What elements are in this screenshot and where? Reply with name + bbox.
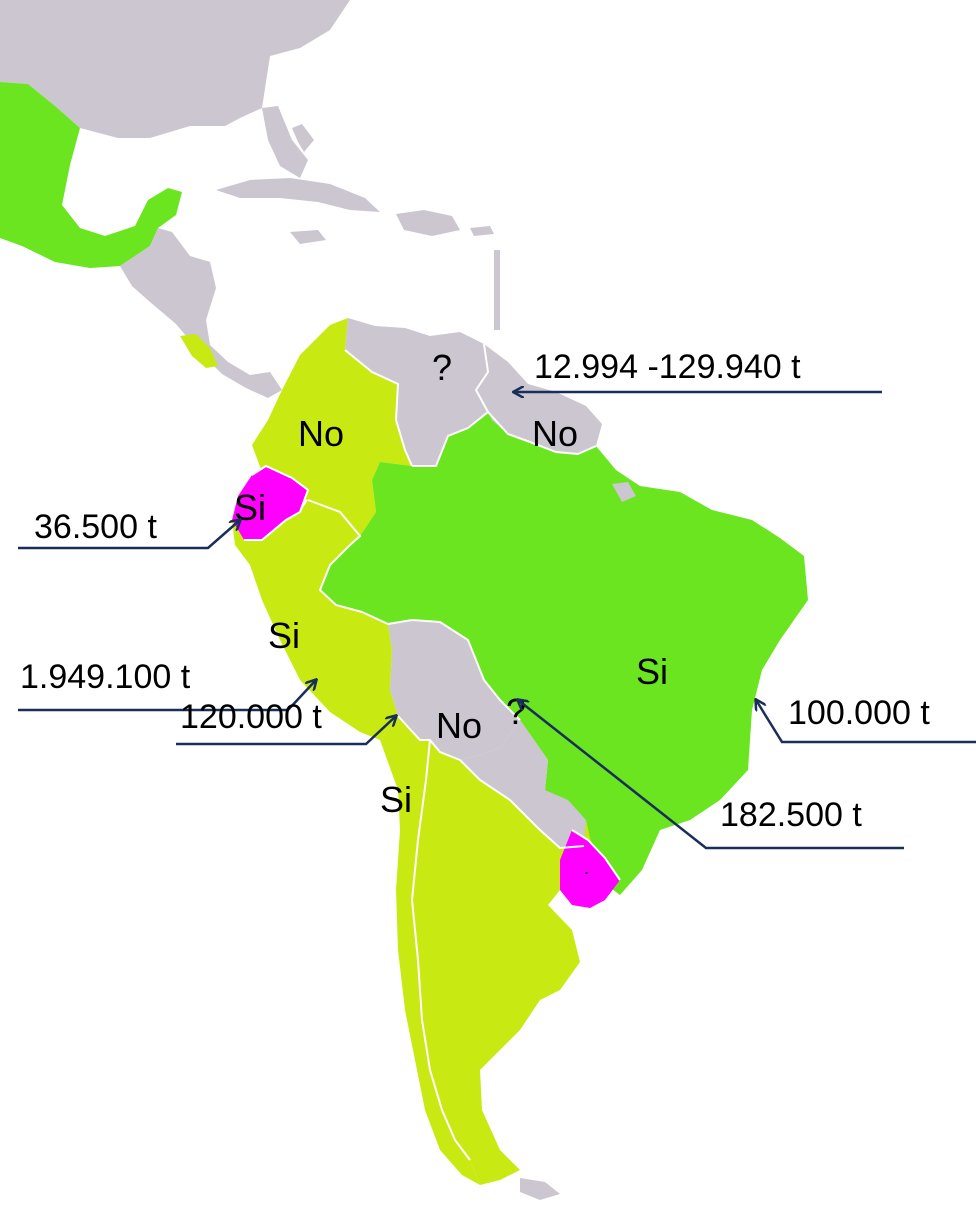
callout-brazil: 100.000 t <box>788 694 930 732</box>
label-guyana: No <box>532 413 578 454</box>
region-bolivia <box>388 620 520 760</box>
callout-arrow-peru <box>18 680 316 712</box>
region-bahamas <box>292 124 314 152</box>
callout-venezuela: 12.994 -129.940 t <box>534 348 801 386</box>
label-colombia: No <box>298 413 344 454</box>
label-brazil: Si <box>636 651 668 692</box>
region-venezuela <box>345 318 488 466</box>
callout-arrows <box>18 392 976 850</box>
label-peru: Si <box>268 615 300 656</box>
region-florida <box>262 106 308 178</box>
region-central-america <box>120 228 282 398</box>
region-ecuador <box>232 466 308 540</box>
region-lesser-antilles <box>494 250 500 330</box>
region-peru <box>232 500 398 740</box>
callout-bolivia: 182.500 t <box>720 796 862 834</box>
label-argentina: ? <box>506 691 526 732</box>
callout-arrow-ecuador <box>18 520 240 550</box>
label-uruguay: . <box>584 858 589 878</box>
label-chile: Si <box>380 779 412 820</box>
callout-arrow-bolivia <box>518 700 904 850</box>
region-mexico <box>0 82 182 268</box>
callout-ecuador: 36.500 t <box>34 508 157 546</box>
region-guyana-island <box>612 482 636 502</box>
region-cuba <box>216 178 380 212</box>
callout-peru: 1.949.100 t <box>20 658 191 696</box>
label-bolivia: No <box>436 705 482 746</box>
region-paraguay <box>460 720 586 848</box>
callout-arrow-brazil <box>756 700 976 744</box>
callout-chile: 120.000 t <box>180 698 322 736</box>
region-usa <box>0 0 350 138</box>
region-guianas <box>476 344 602 454</box>
callout-arrow-chile <box>176 716 396 746</box>
region-puerto-rico <box>470 226 494 236</box>
region-costa-rica <box>180 334 218 368</box>
region-uruguay <box>560 830 620 908</box>
region-chile <box>380 716 480 1185</box>
region-argentina <box>412 740 595 1185</box>
region-hispaniola <box>396 210 460 236</box>
region-falklands <box>520 1178 560 1200</box>
region-brazil <box>320 412 808 895</box>
country-borders <box>244 343 621 1161</box>
label-venezuela: ? <box>432 347 452 388</box>
region-jamaica <box>290 230 326 244</box>
